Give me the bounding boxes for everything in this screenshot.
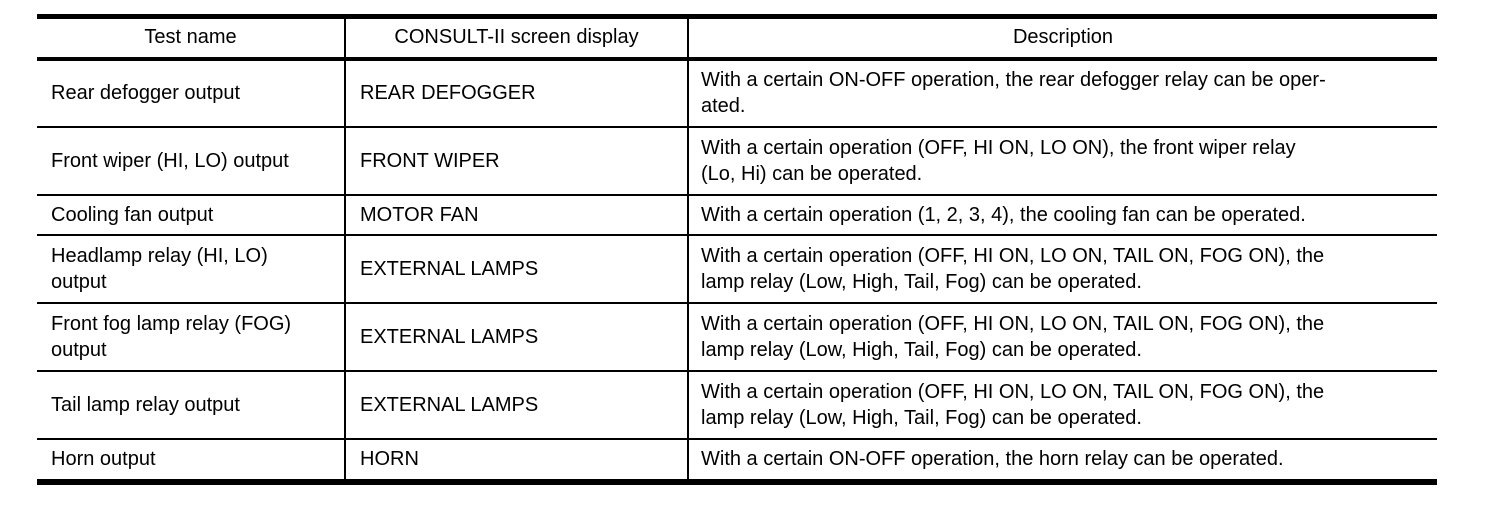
table-row: Front wiper (HI, LO) output FRONT WIPER … bbox=[37, 126, 1437, 195]
test-name-cell: Front fog lamp relay (FOG) output bbox=[51, 312, 292, 361]
description-cell: With a certain operation (OFF, HI ON, LO… bbox=[687, 234, 1437, 303]
description-cell: With a certain operation (OFF, HI ON, LO… bbox=[687, 302, 1437, 371]
description-cell: With a certain ON-OFF operation, the rea… bbox=[687, 58, 1437, 127]
col-header-screen-display: CONSULT-II screen display bbox=[344, 16, 688, 59]
table-row: Headlamp relay (HI, LO) output EXTERNAL … bbox=[37, 234, 1437, 303]
col-header-description: Description bbox=[687, 16, 1437, 59]
screen-display-cell: FRONT WIPER bbox=[344, 126, 688, 195]
test-name-cell: Tail lamp relay output bbox=[51, 393, 240, 416]
test-name-cell: Cooling fan output bbox=[51, 203, 214, 226]
description-cell: With a certain operation (OFF, HI ON, LO… bbox=[687, 370, 1437, 439]
screen-display-cell: MOTOR FAN bbox=[344, 194, 688, 235]
screen-display-cell: EXTERNAL LAMPS bbox=[344, 234, 688, 303]
screen-display-cell: EXTERNAL LAMPS bbox=[344, 302, 688, 371]
test-name-cell: Horn output bbox=[51, 448, 156, 470]
screen-display-cell: EXTERNAL LAMPS bbox=[344, 370, 688, 439]
table-row: Front fog lamp relay (FOG) output EXTERN… bbox=[37, 302, 1437, 371]
col-header-test-name: Test name bbox=[144, 26, 237, 49]
table-row: Tail lamp relay output EXTERNAL LAMPS Wi… bbox=[37, 370, 1437, 439]
description-cell: With a certain operation (1, 2, 3, 4), t… bbox=[687, 194, 1437, 235]
test-name-cell: Rear defogger output bbox=[51, 82, 241, 104]
screen-display-cell: HORN bbox=[344, 438, 688, 482]
description-cell: With a certain ON-OFF operation, the hor… bbox=[687, 438, 1437, 482]
table-row: Rear defogger output REAR DEFOGGER With … bbox=[37, 58, 1437, 127]
test-name-cell: Headlamp relay (HI, LO) output bbox=[51, 244, 268, 293]
table-row: Cooling fan output MOTOR FAN With a cert… bbox=[37, 194, 1437, 235]
screen-display-cell: REAR DEFOGGER bbox=[344, 58, 688, 127]
description-cell: With a certain operation (OFF, HI ON, LO… bbox=[687, 126, 1437, 195]
header-row: Test name CONSULT-II screen display Desc… bbox=[37, 16, 1437, 59]
table-row: Horn output HORN With a certain ON-OFF o… bbox=[37, 438, 1437, 482]
consult-test-table: Test name CONSULT-II screen display Desc… bbox=[37, 14, 1437, 485]
test-name-cell: Front wiper (HI, LO) output bbox=[51, 149, 289, 172]
